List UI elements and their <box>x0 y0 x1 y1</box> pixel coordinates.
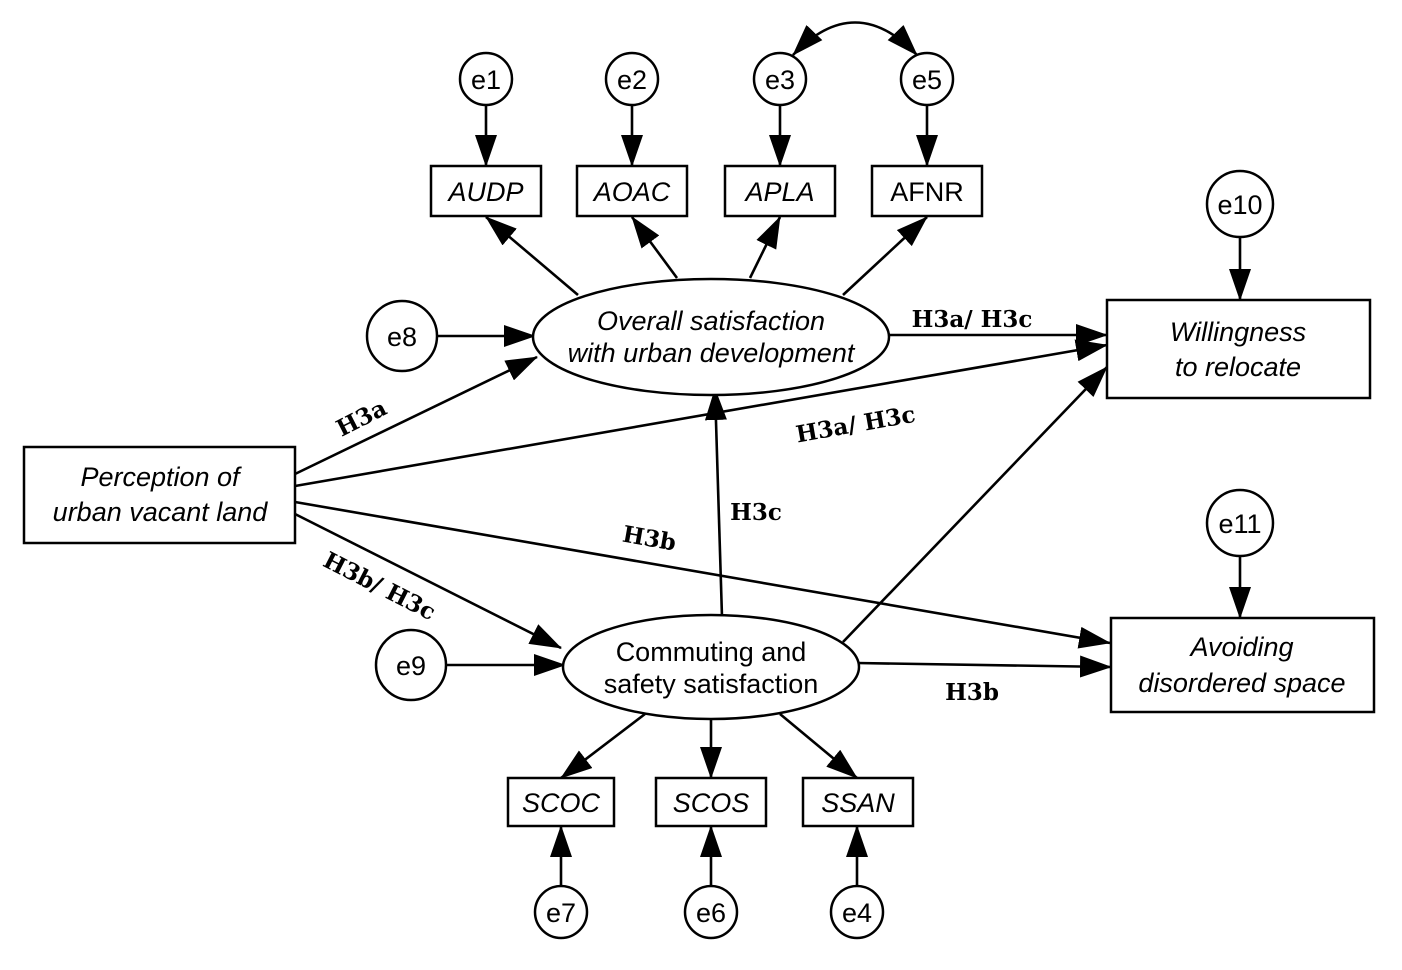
edge-commuting-overall <box>704 388 727 618</box>
svg-text:SCOC: SCOC <box>522 788 601 818</box>
error-e9: e9 <box>374 628 448 702</box>
svg-text:Commuting and: Commuting and <box>616 637 807 667</box>
node-commuting-satisfaction: Commuting and safety satisfaction <box>561 613 861 721</box>
svg-text:e9: e9 <box>396 651 426 681</box>
svg-text:AFNR: AFNR <box>890 177 964 207</box>
node-overall-satisfaction: Overall satisfaction with urban developm… <box>531 277 891 397</box>
indicator-scoc: SCOC <box>506 776 616 828</box>
path-label-h3a: H3a <box>332 394 391 442</box>
svg-text:e10: e10 <box>1217 190 1262 220</box>
path-label-h3b-h3c: H3b/ H3c <box>319 547 440 626</box>
error-e11: e11 <box>1205 488 1275 558</box>
edge-commuting-scoc <box>560 712 646 780</box>
error-e6: e6 <box>683 884 739 940</box>
svg-text:SSAN: SSAN <box>821 788 895 818</box>
node-perception: Perception of urban vacant land <box>22 445 297 545</box>
node-willingness: Willingness to relocate <box>1105 298 1372 400</box>
svg-text:e1: e1 <box>471 65 501 95</box>
svg-text:urban vacant land: urban vacant land <box>53 497 269 527</box>
svg-text:Overall satisfaction: Overall satisfaction <box>597 306 825 336</box>
edge-overall-audp <box>485 216 579 296</box>
error-e8: e8 <box>365 299 439 373</box>
svg-text:AOAC: AOAC <box>592 177 671 207</box>
indicator-aoac: AOAC <box>575 164 689 218</box>
edge-perception-willingness <box>294 339 1108 488</box>
edge-overall-afnr <box>842 216 928 296</box>
svg-text:e4: e4 <box>842 898 872 928</box>
svg-text:e11: e11 <box>1218 509 1261 539</box>
path-label-h3a-h3c-mid: H3a/ H3c <box>794 401 918 449</box>
path-label-h3a-h3c-top: H3a/ H3c <box>912 306 1033 333</box>
edge-commuting-avoiding <box>856 655 1112 678</box>
edge-perception-commuting <box>294 512 562 650</box>
error-e4: e4 <box>829 884 885 940</box>
indicator-apla: APLA <box>723 164 837 218</box>
edge-perception-overall <box>294 355 538 476</box>
svg-text:Willingness: Willingness <box>1170 317 1306 347</box>
error-e7: e7 <box>533 884 589 940</box>
svg-text:e3: e3 <box>765 65 795 95</box>
path-label-h3b-mid: H3b <box>620 521 678 557</box>
error-e2: e2 <box>604 51 660 107</box>
edge-commuting-ssan <box>779 713 858 779</box>
covariance-e3-e5 <box>792 21 918 56</box>
svg-text:e2: e2 <box>617 65 647 95</box>
svg-text:e8: e8 <box>387 322 417 352</box>
indicator-ssan: SSAN <box>801 776 915 828</box>
node-avoiding: Avoiding disordered space <box>1109 616 1376 714</box>
svg-text:with urban development: with urban development <box>568 338 856 368</box>
svg-text:APLA: APLA <box>743 177 814 207</box>
svg-text:to relocate: to relocate <box>1175 352 1301 382</box>
svg-text:AUDP: AUDP <box>446 177 523 207</box>
svg-text:safety satisfaction: safety satisfaction <box>604 669 819 699</box>
svg-text:e6: e6 <box>696 898 726 928</box>
svg-text:e7: e7 <box>546 898 576 928</box>
svg-text:e5: e5 <box>912 65 942 95</box>
error-e10: e10 <box>1205 169 1275 239</box>
edge-overall-apla <box>748 216 782 279</box>
indicator-scos: SCOS <box>654 776 768 828</box>
error-e1: e1 <box>458 51 514 107</box>
svg-text:Avoiding: Avoiding <box>1188 632 1293 662</box>
indicator-afnr: AFNR <box>870 164 984 218</box>
path-label-h3c: H3c <box>730 499 782 526</box>
error-e3: e3 <box>752 51 808 107</box>
svg-text:Perception of: Perception of <box>80 462 242 492</box>
edge-commuting-willingness <box>842 366 1108 643</box>
path-label-h3b-bottom: H3b <box>945 679 999 706</box>
indicator-audp: AUDP <box>429 164 543 218</box>
error-e5: e5 <box>899 51 955 107</box>
svg-text:SCOS: SCOS <box>673 788 750 818</box>
edge-overall-aoac <box>630 216 679 279</box>
svg-text:disordered space: disordered space <box>1138 668 1345 698</box>
edge-perception-avoiding <box>294 500 1111 649</box>
